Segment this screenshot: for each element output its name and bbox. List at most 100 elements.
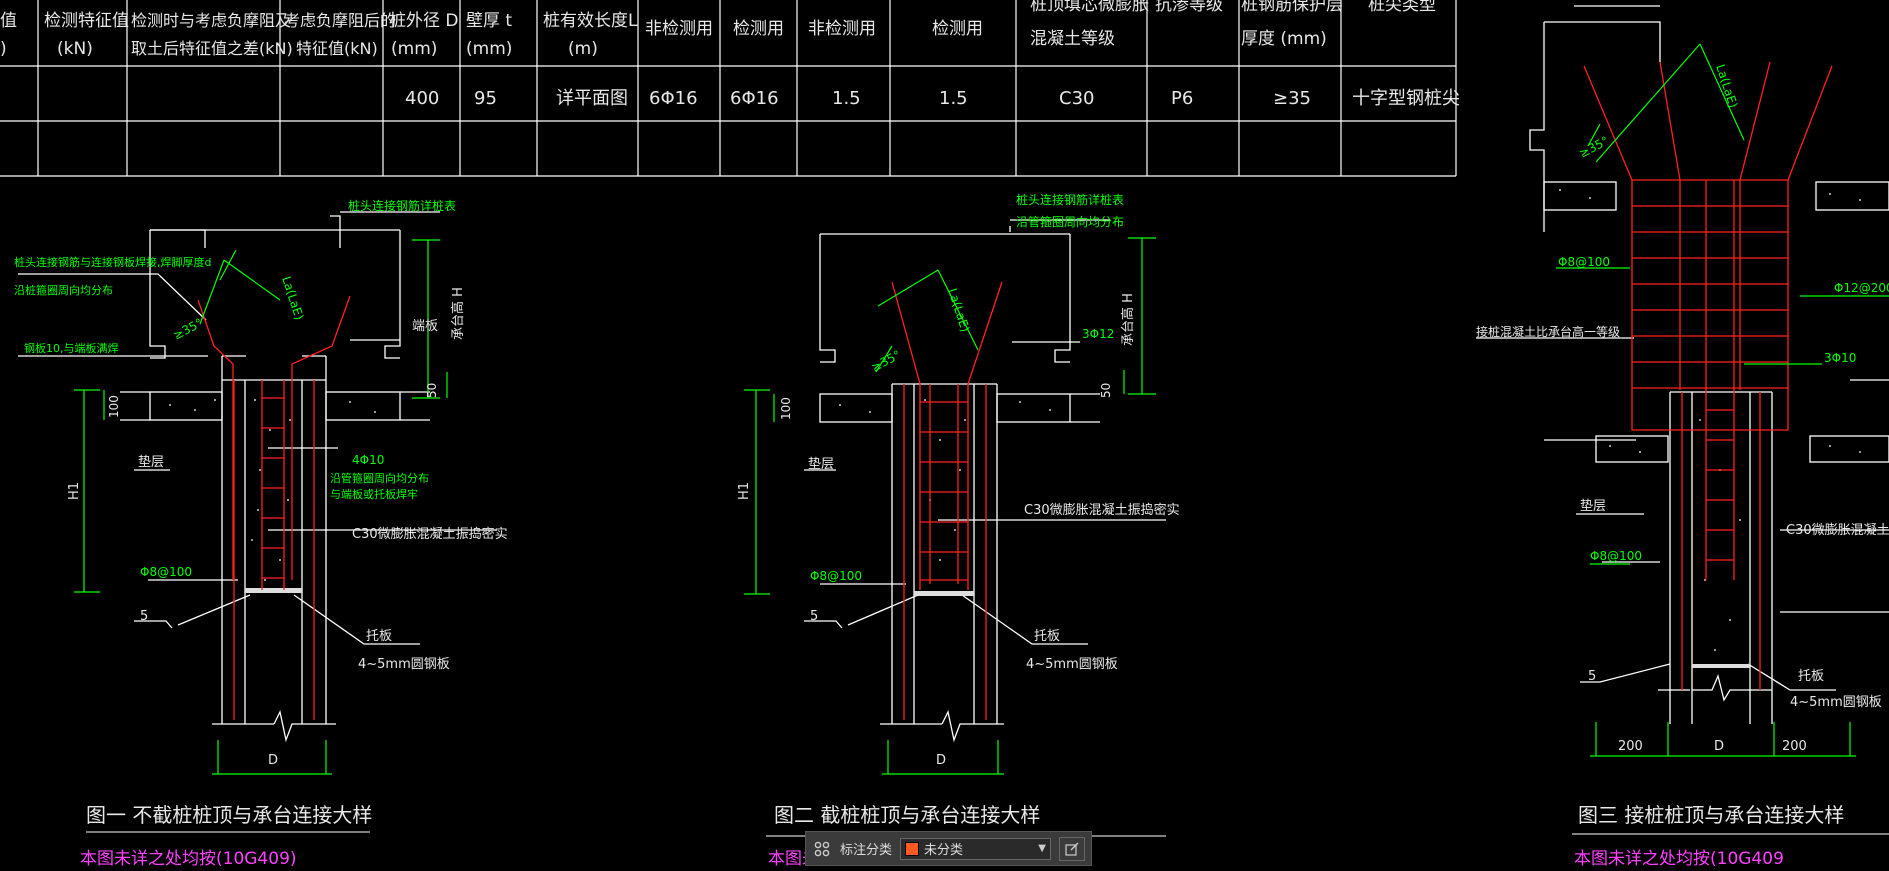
fig2-title: 图二 截桩桩顶与承台连接大样 bbox=[774, 803, 1040, 827]
table-header-cell: 检测用 bbox=[733, 19, 784, 39]
table-header-cell: 桩尖类型 bbox=[1368, 0, 1436, 15]
edit-icon-glyph bbox=[1065, 842, 1079, 856]
fig1-d: D bbox=[268, 753, 278, 768]
fig1-plate-note: 4~5mm圆钢板 bbox=[358, 657, 450, 672]
fig3-dim200a: 200 bbox=[1618, 739, 1643, 754]
table-header-cell: 壁厚 t bbox=[466, 11, 512, 31]
annotation-category-select[interactable]: 未分类 ▼ bbox=[900, 837, 1051, 860]
fig1-dim100: 100 bbox=[107, 395, 121, 418]
grid-icon-glyph bbox=[814, 841, 830, 856]
table-header-cell: (m) bbox=[568, 39, 598, 59]
table-header-cell: 非检测用 bbox=[645, 19, 713, 39]
fig3-lae: La(LaE) bbox=[1713, 63, 1740, 110]
fig2-dim50: 50 bbox=[1099, 383, 1113, 398]
figure-3: La(LaE) ≥35° Φ8@100 Φ12@200 3Φ10 Φ8@100 … bbox=[1476, 5, 1889, 869]
fig3-cushion: 垫层 bbox=[1580, 498, 1606, 514]
table-header-cell: 桩顶填芯微膨胀 bbox=[1030, 0, 1149, 15]
fig1-bar-note1: 沿管箍圈周向均分布 bbox=[330, 471, 429, 485]
fig1-bar-label: 4Φ10 bbox=[352, 453, 384, 467]
fig1-height: 承台高 H bbox=[450, 287, 466, 340]
fig3-stirrup12: Φ12@200 bbox=[1834, 281, 1889, 295]
fig1-stirrup: Φ8@100 bbox=[140, 565, 192, 579]
table-cell: C30 bbox=[1059, 88, 1094, 109]
table-header-cell: ) bbox=[0, 39, 7, 59]
table-header-cell: 混凝土等级 bbox=[1030, 29, 1115, 49]
table-cell: 95 bbox=[474, 88, 497, 109]
fig3-stirrup8b: Φ8@100 bbox=[1590, 549, 1642, 563]
fig1-bar-note2: 与端板或托板焊牢 bbox=[330, 487, 418, 501]
fig2-top-note1: 桩头连接钢筋详桩表 bbox=[1016, 192, 1124, 207]
fig1-angle: ≥35° bbox=[171, 316, 205, 343]
table-header-cell: 桩钢筋保护层 bbox=[1241, 0, 1343, 15]
fig2-top-note2: 沿管箍圈周向均分布 bbox=[1016, 214, 1124, 229]
fig2-lae: La(LaE) bbox=[945, 287, 972, 334]
fig2-d: D bbox=[936, 753, 946, 768]
fig3-fill-note: 接桩混凝土比承台高一等级 bbox=[1476, 324, 1620, 339]
table-cell: 十字型钢桩尖 bbox=[1352, 88, 1460, 109]
fig1-note: 本图未详之处均按(10G409) bbox=[80, 849, 297, 869]
fig1-five: 5 bbox=[140, 609, 148, 624]
table-header-cell: 桩外径 D bbox=[389, 11, 459, 31]
fig1-left-note2: 沿桩箍圈周向均分布 bbox=[14, 283, 113, 297]
table-cell: 6Φ16 bbox=[649, 88, 698, 109]
table-cell: 1.5 bbox=[832, 88, 861, 109]
fig3-concrete: C30微膨胀混凝土振捣密实 bbox=[1786, 522, 1889, 538]
fig2-height: 承台高 H bbox=[1120, 293, 1136, 346]
fig2-dim100: 100 bbox=[779, 397, 793, 420]
table-header: 值 ) 检测特征值 (kN) 检测时与考虑负摩阻及 取土后特征值之差(kN) 考… bbox=[0, 0, 1436, 59]
table-header-cell: 特征值(kN) bbox=[296, 39, 378, 58]
fig1-title: 图一 不截桩桩顶与承台连接大样 bbox=[86, 803, 372, 827]
table-cell: 1.5 bbox=[939, 88, 968, 109]
fig2-cushion: 垫层 bbox=[808, 456, 834, 472]
annotation-category-label: 标注分类 bbox=[840, 843, 893, 858]
table-header-cell: (kN) bbox=[57, 39, 93, 59]
fig2-concrete: C30微膨胀混凝土振捣密实 bbox=[1024, 502, 1180, 518]
fig3-title: 图三 接桩桩顶与承台连接大样 bbox=[1578, 803, 1844, 827]
table-header-cell: 非检测用 bbox=[808, 19, 876, 39]
table-header-cell: 厚度 (mm) bbox=[1241, 29, 1327, 49]
fig2-angle: ≥35° bbox=[869, 348, 903, 375]
table-header-cell: 值 bbox=[0, 11, 17, 31]
grid-icon[interactable] bbox=[812, 839, 832, 859]
fig1-left-note3: 钢板10,与端板满焊 bbox=[24, 341, 119, 355]
fig2-plate: 托板 bbox=[1034, 629, 1060, 644]
table-cell: 详平面图 bbox=[556, 88, 628, 109]
table-header-cell: 检测用 bbox=[932, 19, 983, 39]
fig3-note: 本图未详之处均按(10G409 bbox=[1574, 849, 1784, 869]
fig2-five: 5 bbox=[810, 609, 818, 624]
figure-2: 桩头连接钢筋详桩表 沿管箍圈周向均分布 3Φ12 Φ8@100 ≥35° La(… bbox=[737, 192, 1180, 869]
table-header-cell: 桩有效长度L bbox=[543, 11, 638, 31]
fig3-plate-note: 4~5mm圆钢板 bbox=[1790, 695, 1882, 710]
fig2-plate-note: 4~5mm圆钢板 bbox=[1026, 657, 1118, 672]
table-header-cell: 考虑负摩阻后的 bbox=[284, 11, 396, 30]
fig1-left-note1: 桩头连接钢筋与连接钢板焊接,焊脚厚度d bbox=[14, 255, 211, 269]
category-selected-value: 未分类 bbox=[924, 843, 964, 858]
table-header-cell: 检测时与考虑负摩阻及 bbox=[131, 11, 291, 30]
fig1-end-plate: 端板 bbox=[412, 319, 438, 334]
fig3-angle: ≥35° bbox=[1577, 134, 1611, 161]
fig3-stirrup8: Φ8@100 bbox=[1558, 255, 1610, 269]
table-header-cell: 取土后特征值之差(kN) bbox=[131, 39, 293, 58]
fig2-h1: H1 bbox=[737, 482, 752, 500]
fig2-stirrup: Φ8@100 bbox=[810, 569, 862, 583]
fig1-concrete: C30微膨胀混凝土振捣密实 bbox=[352, 526, 508, 542]
fig3-d: D bbox=[1714, 739, 1724, 754]
fig3-dim200b: 200 bbox=[1782, 739, 1807, 754]
table-header-cell: (mm) bbox=[466, 39, 512, 59]
annotation-toolbar[interactable]: 标注分类 未分类 ▼ bbox=[805, 831, 1092, 866]
chevron-down-icon: ▼ bbox=[1038, 843, 1046, 854]
edit-icon[interactable] bbox=[1059, 836, 1085, 861]
table-header-cell: (mm) bbox=[391, 39, 437, 59]
table-header-cell: 检测特征值 bbox=[44, 11, 129, 31]
fig1-dim50: 50 bbox=[425, 383, 439, 398]
fig1-h1: H1 bbox=[67, 482, 82, 500]
table-header-cell: 抗渗等级 bbox=[1155, 0, 1223, 15]
fig1-lae: La(LaE) bbox=[279, 275, 306, 322]
fig1-top-note: 桩头连接钢筋详桩表 bbox=[348, 198, 456, 213]
fig3-five: 5 bbox=[1588, 669, 1596, 684]
fig1-plate: 托板 bbox=[366, 629, 392, 644]
category-color-swatch bbox=[905, 841, 920, 856]
fig1-cushion: 垫层 bbox=[138, 454, 164, 470]
fig3-bar3: 3Φ10 bbox=[1824, 351, 1856, 365]
